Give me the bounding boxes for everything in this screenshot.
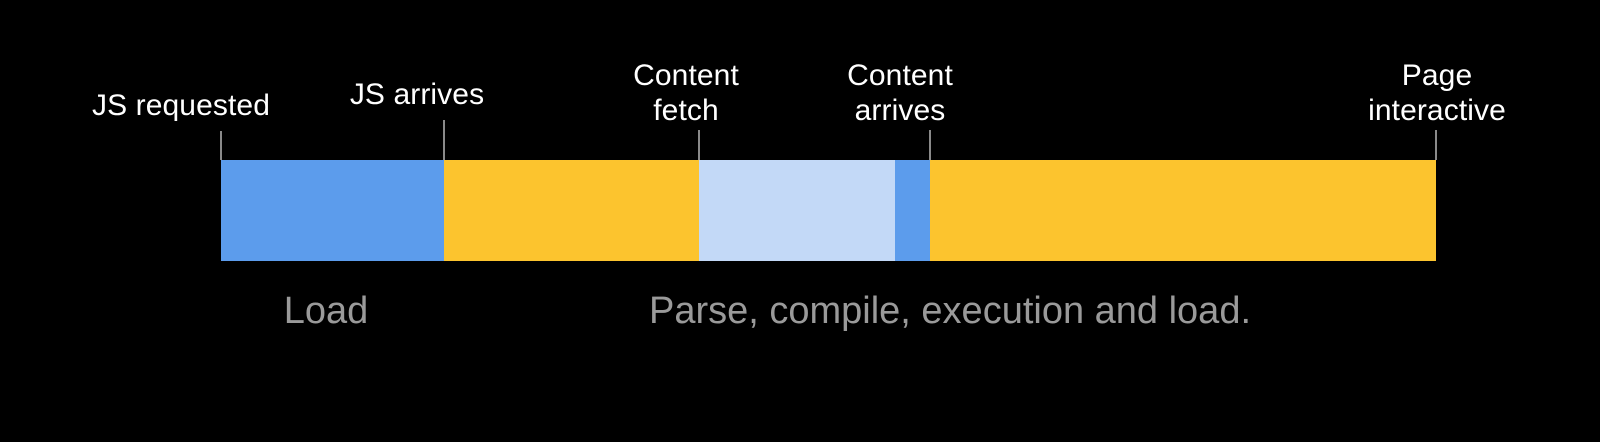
bar-segment-execution-load <box>930 160 1436 261</box>
timeline-bar <box>221 160 1436 261</box>
marker-tick-js-requested <box>220 131 222 160</box>
marker-label-js-arrives: JS arrives <box>349 78 485 111</box>
bar-segment-content-fetch-wait <box>699 160 895 261</box>
marker-content-arrives: Content arrives <box>750 58 1050 128</box>
marker-tick-js-arrives <box>443 120 445 160</box>
bar-segment-content-receive <box>895 160 930 261</box>
marker-label-content-arrives: Content arrives <box>847 59 953 127</box>
bar-segment-parse-compile <box>444 160 699 261</box>
marker-label-content-fetch: Content fetch <box>633 59 739 127</box>
bar-segment-load <box>221 160 444 261</box>
marker-js-arrives: JS arrives <box>267 77 567 112</box>
caption-load: Load <box>283 290 369 332</box>
marker-content-fetch: Content fetch <box>536 58 836 128</box>
marker-tick-content-arrives <box>929 130 931 160</box>
marker-label-page-interactive: Page interactive <box>1368 59 1506 127</box>
marker-js-requested: JS requested <box>31 88 331 123</box>
marker-tick-page-interactive <box>1435 130 1437 160</box>
marker-label-js-requested: JS requested <box>92 89 270 122</box>
marker-tick-content-fetch <box>698 130 700 160</box>
marker-page-interactive: Page interactive <box>1287 58 1587 128</box>
caption-parse-compile-execution-and-: Parse, compile, execution and load. <box>648 290 1252 332</box>
